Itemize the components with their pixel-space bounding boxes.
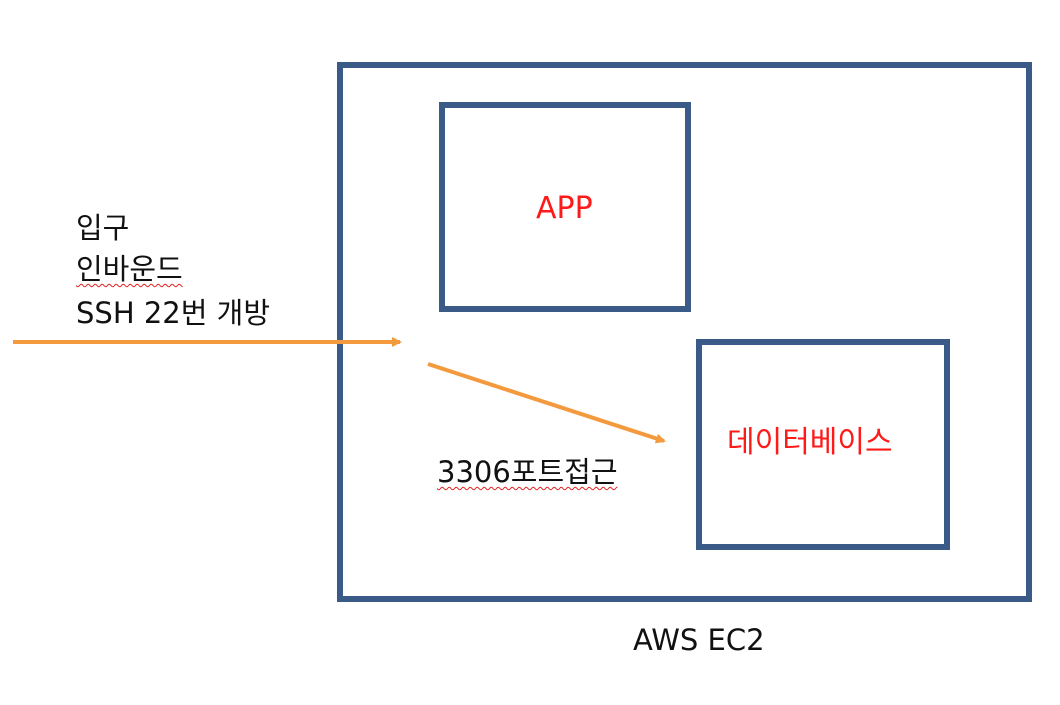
port-access-label: 3306포트접근	[437, 455, 618, 489]
app-box	[439, 102, 691, 312]
ec2-instance-box	[337, 62, 1032, 602]
ssh-port-label: SSH 22번 개방	[76, 296, 271, 330]
database-box	[696, 339, 950, 550]
database-label: 데이터베이스	[727, 425, 893, 460]
inbound-title-label: 입구	[76, 211, 130, 245]
inbound-label: 인바운드	[76, 252, 183, 286]
app-label: APP	[536, 191, 593, 226]
ec2-label: AWS EC2	[633, 623, 765, 657]
